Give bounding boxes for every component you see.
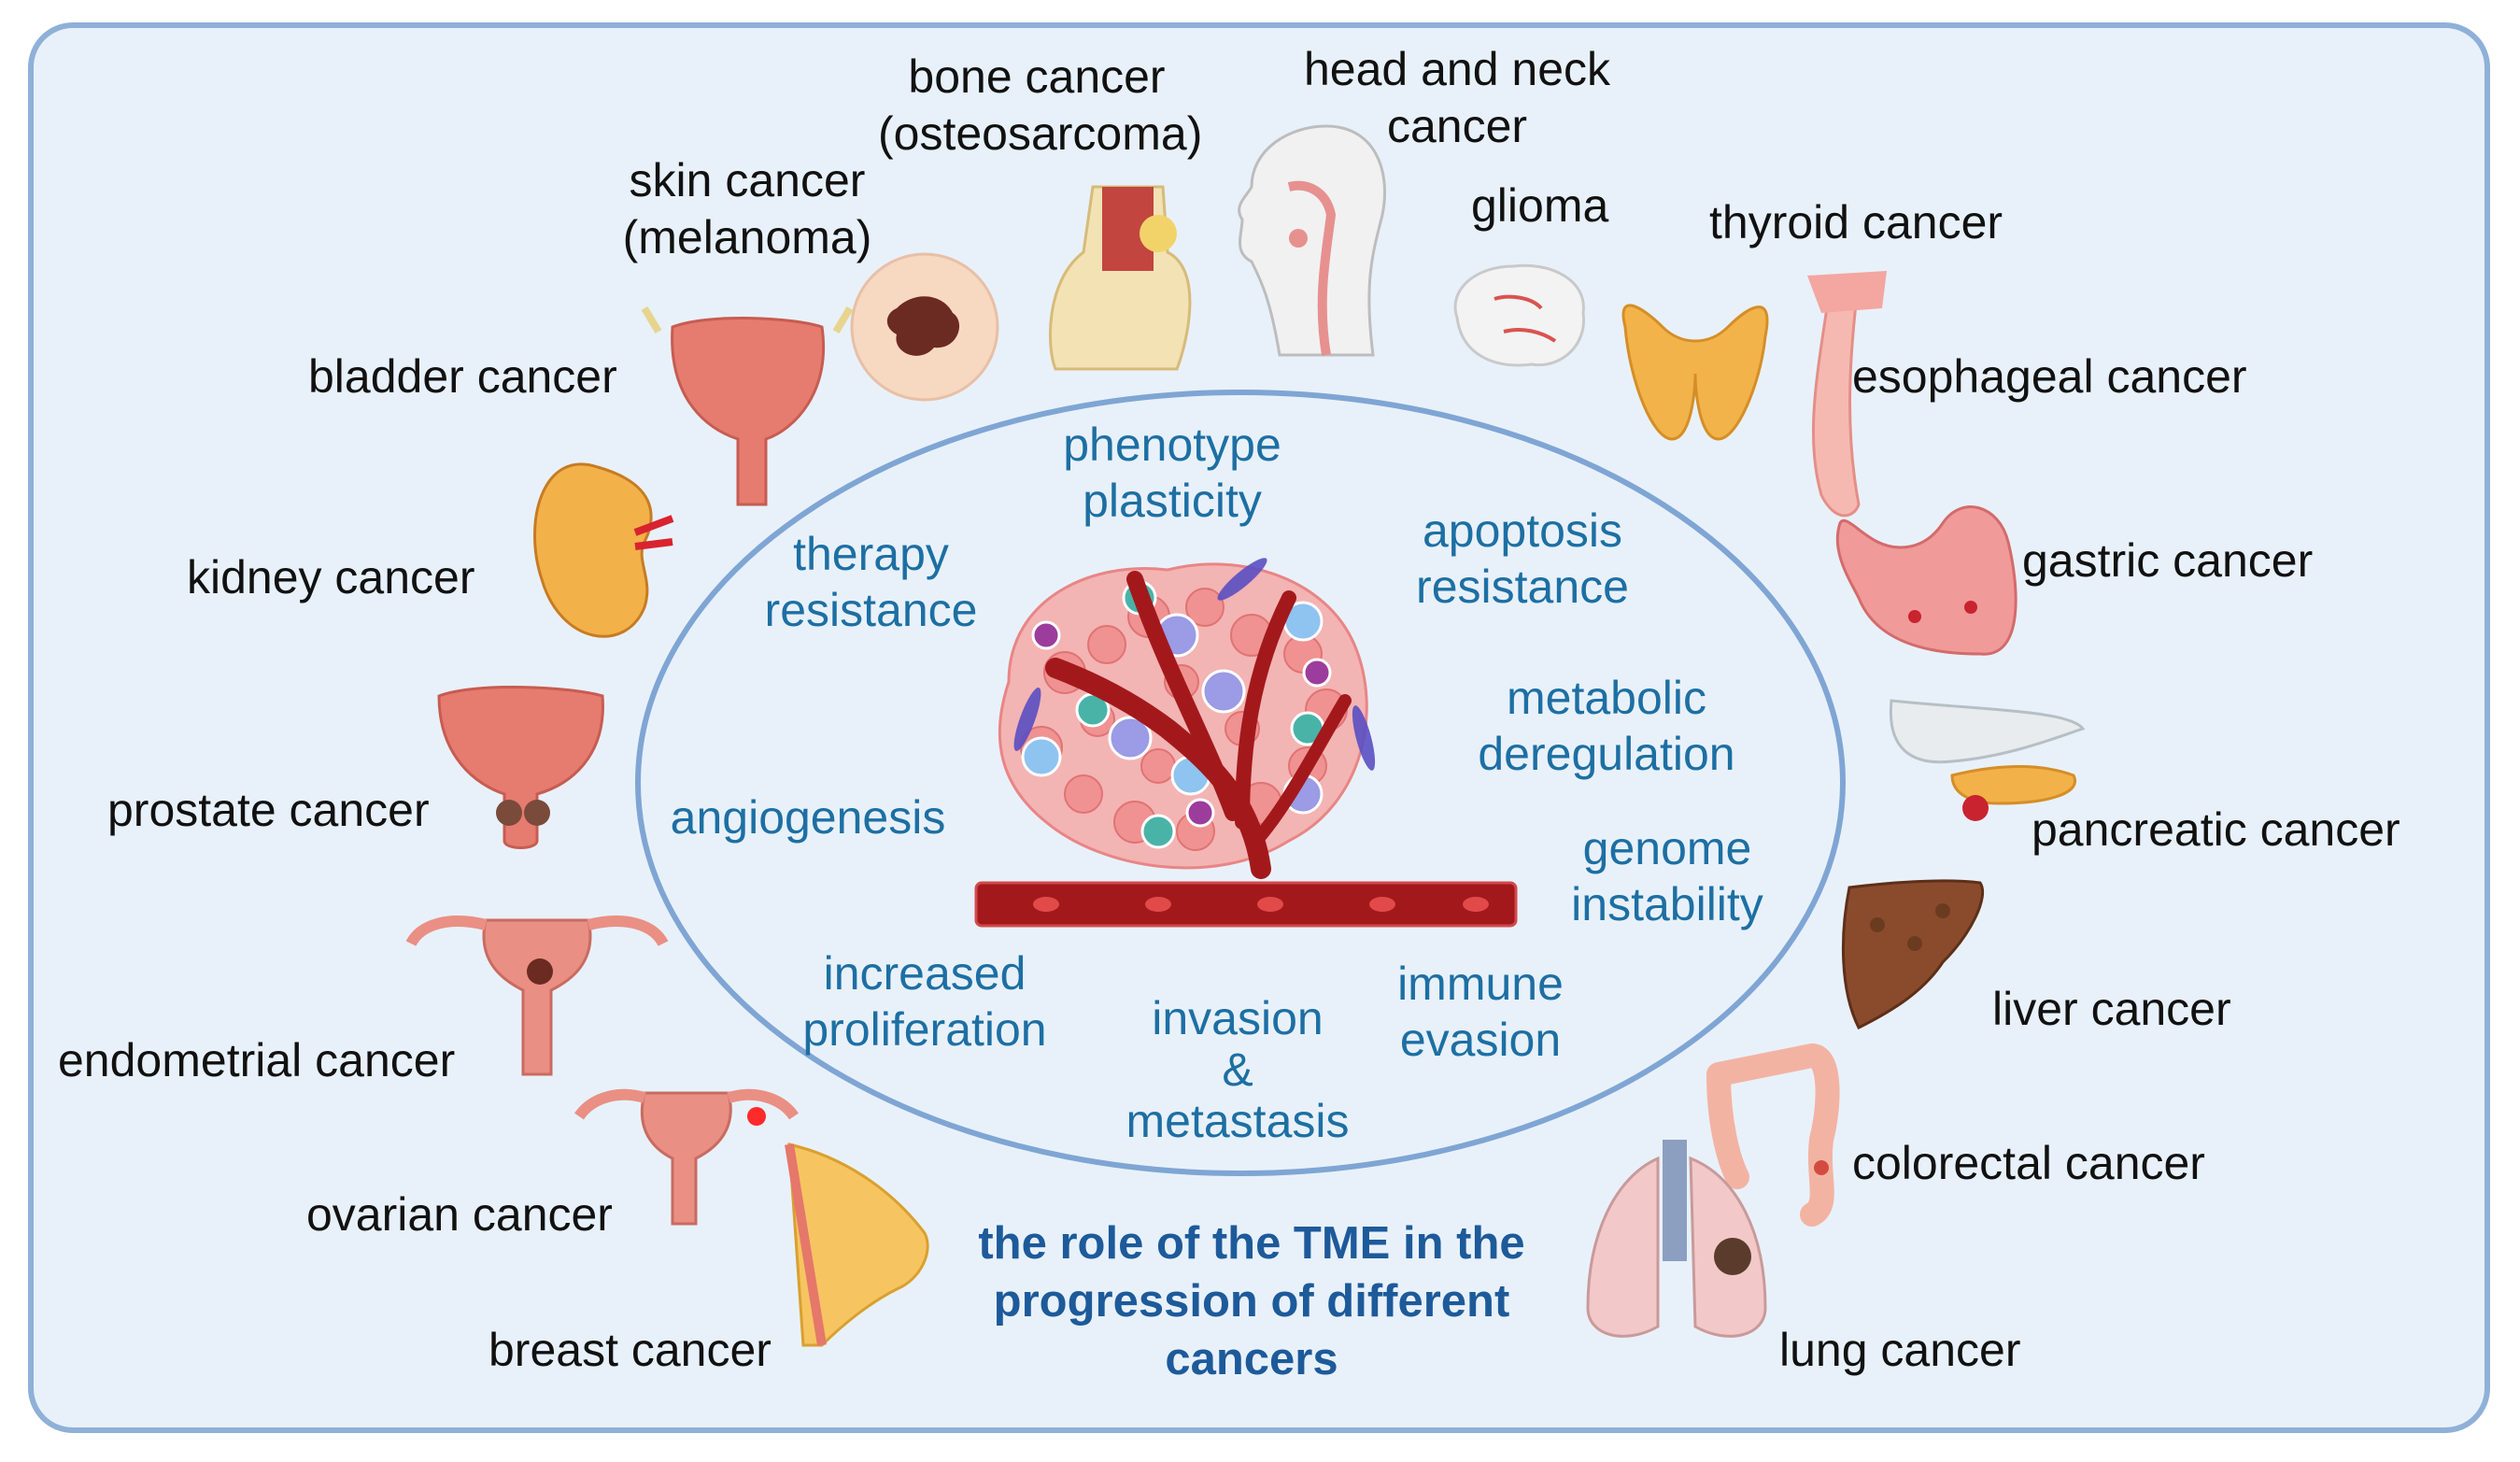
head-icon — [1238, 124, 1386, 357]
bone-cancer-label: bone cancer(osteosarcoma) — [878, 50, 1203, 160]
breast-icon — [785, 1143, 929, 1347]
pancreatic-cancer-label: pancreatic cancer — [2032, 803, 2400, 856]
hallmark-invasion-metastasis: invasion&metastasis — [1126, 992, 1350, 1147]
bladder-icon — [641, 305, 854, 506]
gastric-cancer-label: gastric cancer — [2022, 534, 2314, 587]
hallmark-angiogenesis: angiogenesis — [670, 791, 946, 844]
colorectal-cancer-label: colorectal cancer — [1852, 1137, 2205, 1189]
brain-icon — [1453, 263, 1586, 367]
bone-icon — [1048, 185, 1192, 371]
melanoma-icon — [850, 252, 999, 402]
prostate-icon — [437, 686, 604, 849]
kidney-cancer-label: kidney cancer — [187, 551, 475, 603]
esophageal-cancer-label: esophageal cancer — [1852, 350, 2247, 403]
thyroid-icon — [1621, 304, 1769, 441]
uterus-icon — [405, 916, 669, 1076]
liver-icon — [1841, 879, 1985, 1030]
pancreas-icon — [1889, 699, 2086, 821]
stomach-icon — [1835, 505, 2017, 656]
kidney-icon — [533, 462, 674, 638]
ovary-icon — [574, 1088, 799, 1226]
prostate-cancer-label: prostate cancer — [107, 784, 430, 836]
ovarian-cancer-label: ovarian cancer — [306, 1188, 613, 1241]
lung-cancer-label: lung cancer — [1779, 1324, 2021, 1376]
bladder-cancer-label: bladder cancer — [308, 350, 617, 403]
breast-cancer-label: breast cancer — [488, 1324, 772, 1376]
skin-cancer-label: skin cancer(melanoma) — [622, 154, 872, 263]
endometrial-cancer-label: endometrial cancer — [58, 1034, 456, 1086]
esophagus-icon — [1807, 271, 1887, 518]
tumor-microenvironment-icon — [974, 558, 1518, 928]
lungs-icon — [1586, 1140, 1767, 1338]
glioma-label: glioma — [1471, 179, 1609, 232]
liver-cancer-label: liver cancer — [1992, 983, 2231, 1035]
thyroid-cancer-label: thyroid cancer — [1709, 196, 2003, 248]
colon-icon — [1706, 1043, 1840, 1227]
